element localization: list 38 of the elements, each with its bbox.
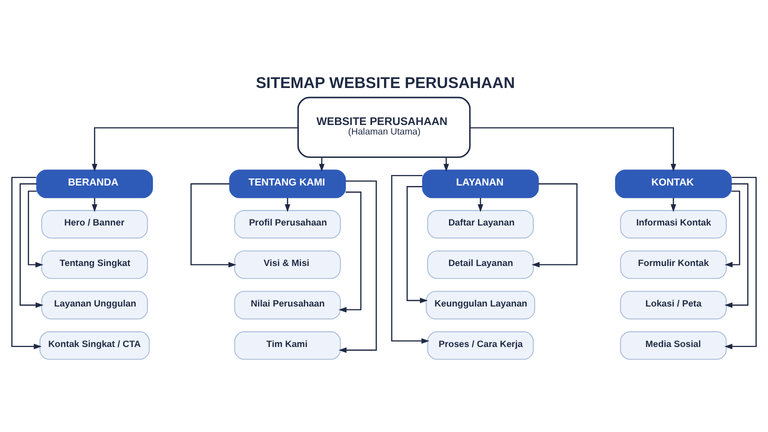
node-box: Hero / Banner	[41, 210, 148, 239]
arrow	[92, 127, 298, 172]
node-box: Tentang Singkat	[41, 250, 148, 279]
node-box: Lokasi / Peta	[620, 290, 727, 320]
node-box: Media Sosial	[620, 331, 727, 360]
node-box: Daftar Layanan	[427, 210, 534, 239]
node-box: Kontak Singkat / CTA	[39, 331, 150, 360]
node-box: Visi & Misi	[234, 250, 341, 279]
node-box: Keunggulan Layanan	[426, 290, 536, 320]
arrow	[20, 183, 44, 308]
node-box: Formulir Kontak	[620, 250, 727, 279]
node-box: Layanan Unggulan	[41, 290, 148, 320]
arrow	[724, 183, 748, 308]
arrow	[338, 180, 377, 353]
node-box: BERANDA	[36, 170, 153, 198]
node-box: KONTAK	[615, 170, 732, 198]
node-box: Detail Layanan	[427, 250, 534, 279]
arrow	[724, 190, 740, 268]
arrow	[338, 192, 362, 312]
node-box: Profil Perusahaan	[234, 210, 341, 239]
arrow	[443, 157, 450, 172]
arrow	[190, 183, 236, 268]
node-box: Nilai Perusahaan	[234, 290, 341, 320]
node-box: WEBSITE PERUSAHAAN (Halaman Utama)	[297, 96, 471, 158]
arrow	[406, 186, 428, 304]
arrow	[532, 183, 578, 268]
arrow	[724, 176, 757, 350]
node-box: LAYANAN	[422, 170, 539, 198]
arrow	[391, 174, 430, 344]
arrow	[11, 176, 42, 350]
diagram-title: SITEMAP WEBSITE PERUSAHAAN	[256, 74, 515, 92]
arrow	[28, 190, 44, 268]
node-box: TENTANG KAMI	[229, 170, 346, 198]
node-box: Proses / Cara Kerja	[427, 331, 534, 360]
node-box: Informasi Kontak	[620, 210, 727, 239]
node-box: Tim Kami	[234, 331, 341, 360]
arrow	[318, 157, 325, 172]
arrow	[470, 127, 676, 172]
